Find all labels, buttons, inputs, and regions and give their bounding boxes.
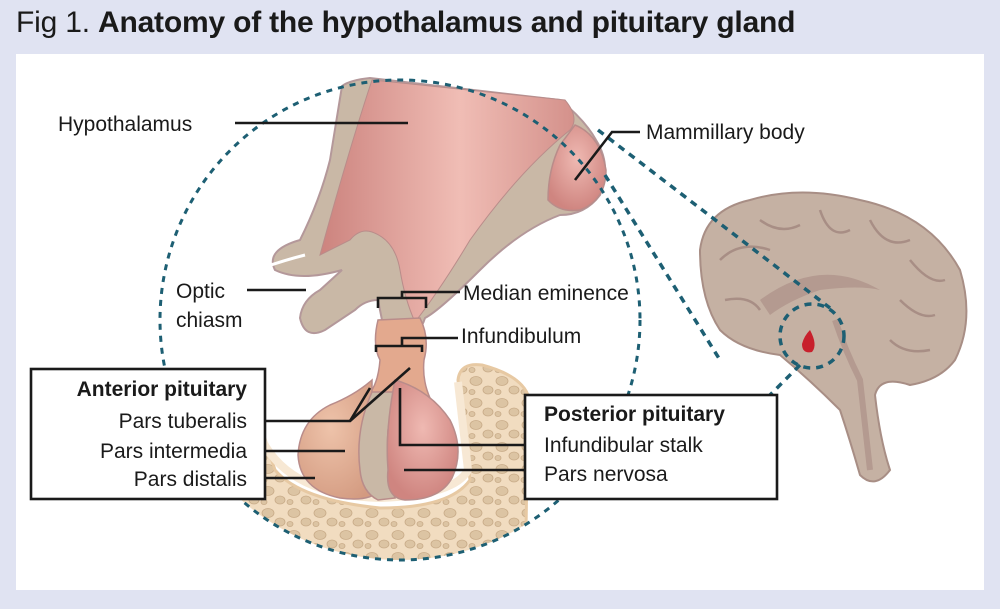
label-infundibulum: Infundibulum — [461, 325, 581, 348]
label-optic-chiasm-1: Optic — [176, 280, 225, 303]
label-optic-chiasm-2: chiasm — [176, 309, 243, 332]
label-hypothalamus: Hypothalamus — [58, 113, 192, 136]
zoom-indicator — [158, 78, 846, 562]
label-infundibular-stalk: Infundibular stalk — [544, 434, 703, 457]
label-pars-intermedia: Pars intermedia — [100, 440, 247, 463]
figure-title: Fig 1. Anatomy of the hypothalamus and p… — [16, 6, 796, 40]
posterior-pituitary-shape — [386, 379, 459, 501]
hypothalamus-tissue — [319, 79, 575, 323]
posterior-pituitary-heading: Posterior pituitary — [544, 403, 725, 426]
anterior-pituitary-heading: Anterior pituitary — [77, 378, 248, 401]
figure-number: Fig 1. — [16, 6, 90, 39]
pituitary-marker — [802, 330, 815, 353]
label-median-eminence: Median eminence — [463, 282, 629, 305]
label-pars-nervosa: Pars nervosa — [544, 463, 668, 486]
figure-heading: Anatomy of the hypothalamus and pituitar… — [97, 6, 796, 39]
posterior-pituitary-box: Posterior pituitary Infundibular stalk P… — [523, 393, 779, 501]
mammillary-body-shape — [547, 124, 607, 212]
label-mammillary-body: Mammillary body — [646, 121, 805, 144]
label-pars-tuberalis: Pars tuberalis — [119, 410, 247, 433]
anterior-pituitary-box: Anterior pituitary Pars tuberalis Pars i… — [29, 367, 267, 501]
leader-lines — [235, 121, 640, 480]
brain-illustration — [698, 191, 968, 483]
label-pars-distalis: Pars distalis — [134, 468, 247, 491]
